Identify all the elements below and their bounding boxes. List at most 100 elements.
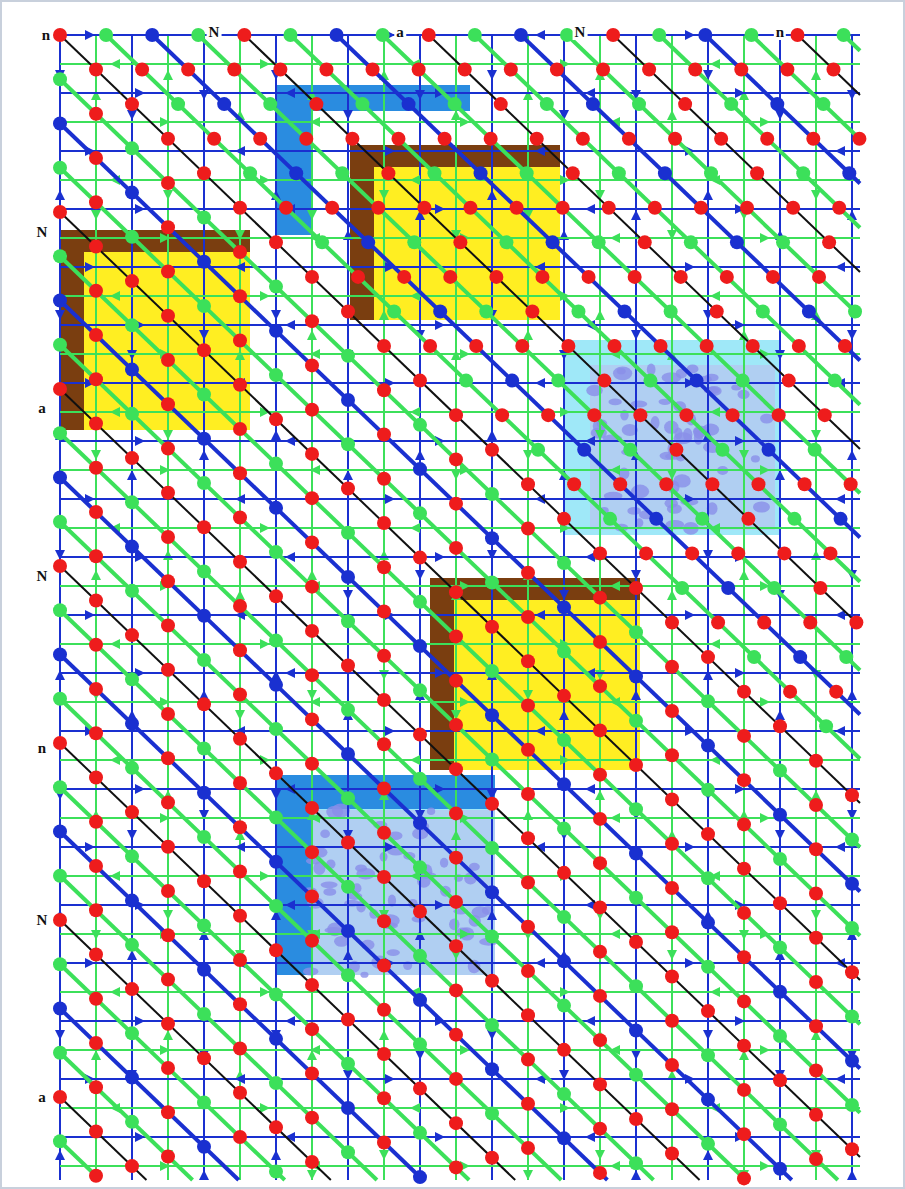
- lattice-dot: [827, 63, 841, 77]
- arrowhead: [235, 1074, 245, 1084]
- lattice-dot: [438, 132, 452, 146]
- arrowhead: [110, 987, 120, 997]
- lattice-dot: [269, 988, 283, 1002]
- lattice-dot: [89, 1125, 103, 1139]
- arrowhead: [310, 465, 320, 475]
- lattice-dot: [665, 1014, 679, 1028]
- lattice-dot: [279, 201, 293, 215]
- horizontal-line: [60, 179, 860, 181]
- vertical-line: [599, 35, 601, 1180]
- lattice-dot: [371, 201, 385, 215]
- arrowhead: [703, 190, 713, 200]
- lattice-dot: [161, 751, 175, 765]
- lattice-dot: [711, 616, 725, 630]
- lattice-dot: [629, 802, 643, 816]
- lattice-dot: [125, 628, 139, 642]
- lattice-dot: [593, 723, 607, 737]
- lattice-dot: [161, 176, 175, 190]
- diagonal-line: [60, 743, 515, 1180]
- lattice-dot: [233, 245, 247, 259]
- lattice-dot: [341, 437, 355, 451]
- lattice-dot: [413, 639, 427, 653]
- lattice-dot: [89, 107, 103, 121]
- lattice-dot: [844, 477, 858, 491]
- arrowhead: [703, 1150, 713, 1160]
- lattice-dot: [561, 339, 575, 353]
- vertical-line: [131, 35, 133, 1180]
- lattice-dot: [776, 235, 790, 249]
- arrowhead: [595, 430, 605, 440]
- lattice-dot: [485, 708, 499, 722]
- lattice-dot: [521, 566, 535, 580]
- lattice-dot: [125, 495, 139, 509]
- lattice-label: a: [36, 400, 48, 416]
- lattice-dot: [485, 1151, 499, 1165]
- lattice-dot: [806, 132, 820, 146]
- arrowhead: [91, 450, 101, 460]
- arrowhead: [235, 262, 245, 272]
- lattice-dot: [391, 132, 405, 146]
- lattice-dot: [593, 1166, 607, 1180]
- lattice-dot: [557, 733, 571, 747]
- lattice-dot: [701, 1004, 715, 1018]
- lattice-dot: [772, 408, 786, 422]
- lattice-dot: [710, 304, 724, 318]
- vertical-line: [851, 35, 853, 1180]
- horizontal-line: [60, 527, 860, 529]
- arrowhead: [631, 1170, 641, 1180]
- lattice-label: n: [774, 24, 786, 40]
- arrowhead: [775, 710, 785, 720]
- lattice-dot: [422, 28, 436, 42]
- lattice-dot: [197, 1051, 211, 1065]
- lattice-dot: [592, 235, 606, 249]
- lattice-dot: [557, 954, 571, 968]
- arrowhead: [235, 710, 245, 720]
- lattice-dot: [787, 512, 801, 526]
- diagonal-line: [60, 35, 860, 803]
- diagonal-line: [152, 35, 860, 715]
- lattice-dot: [197, 609, 211, 623]
- arrowhead: [610, 929, 620, 939]
- arrowhead: [535, 30, 545, 40]
- lattice-dot: [376, 28, 390, 42]
- lattice-dot: [521, 699, 535, 713]
- lattice-dot: [319, 63, 333, 77]
- arrowhead: [307, 690, 317, 700]
- lattice-dot: [829, 685, 843, 699]
- lattice-dot: [161, 397, 175, 411]
- arrowhead: [85, 842, 95, 852]
- arrowhead: [560, 987, 570, 997]
- arrowhead: [163, 1030, 173, 1040]
- lattice-dot: [557, 512, 571, 526]
- lattice-dot: [809, 1019, 823, 1033]
- lattice-dot: [413, 728, 427, 742]
- lattice-dot: [53, 515, 67, 529]
- lattice-dot: [737, 685, 751, 699]
- lattice-dot: [269, 545, 283, 559]
- texture-blob: [613, 366, 632, 380]
- lattice-dot: [125, 363, 139, 377]
- lattice-dot: [750, 166, 764, 180]
- arrowhead: [163, 70, 173, 80]
- lattice-dot: [665, 970, 679, 984]
- lattice-dot: [135, 63, 149, 77]
- lattice-dot: [269, 943, 283, 957]
- lattice-dot: [773, 1073, 787, 1087]
- lattice-dot: [818, 408, 832, 422]
- lattice-dot: [377, 870, 391, 884]
- lattice-dot: [593, 989, 607, 1003]
- lattice-dot: [832, 201, 846, 215]
- diagonal-line: [705, 35, 860, 184]
- arrowhead: [585, 1132, 595, 1142]
- lattice-dot: [525, 304, 539, 318]
- lattice-dot: [593, 546, 607, 560]
- lattice-dot: [499, 235, 513, 249]
- diagonal-line: [60, 699, 561, 1180]
- lattice-dot: [816, 97, 830, 111]
- arrowhead: [160, 813, 170, 823]
- arrowhead: [760, 465, 770, 475]
- lattice-dot: [737, 1083, 751, 1097]
- lattice-dot: [773, 1162, 787, 1176]
- lattice-dot: [612, 166, 626, 180]
